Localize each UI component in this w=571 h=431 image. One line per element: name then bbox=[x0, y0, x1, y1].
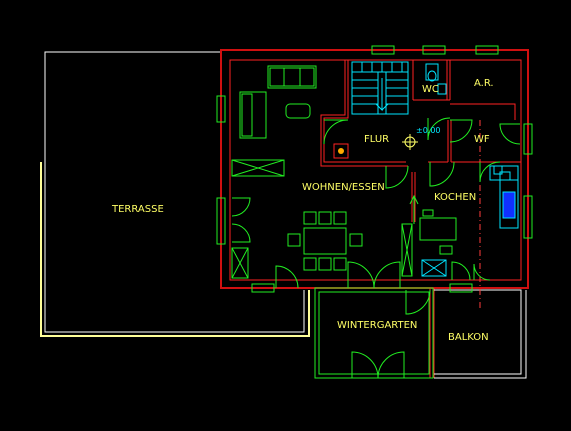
storage-units bbox=[231, 223, 447, 279]
room-label-kochen: KOCHEN bbox=[434, 192, 476, 203]
windows bbox=[216, 45, 533, 293]
room-label-wc: WC bbox=[422, 84, 439, 95]
wc-fixtures bbox=[425, 63, 447, 95]
room-label-ar: A.R. bbox=[474, 78, 494, 89]
interior-walls bbox=[320, 60, 521, 378]
staircase bbox=[351, 61, 409, 115]
wintergarten-walls bbox=[314, 287, 434, 379]
room-label-wohnen: WOHNEN/ESSEN bbox=[302, 182, 385, 193]
room-label-wf: WF bbox=[474, 134, 490, 145]
sofa-set bbox=[239, 65, 317, 139]
stove bbox=[333, 143, 349, 159]
level-marker-symbol bbox=[402, 134, 418, 150]
balcony bbox=[434, 289, 527, 379]
doors bbox=[231, 117, 521, 379]
kitchen-counter bbox=[489, 165, 519, 229]
terrace bbox=[40, 51, 310, 337]
kitchen-table bbox=[419, 209, 457, 255]
room-label-balkon: BALKON bbox=[448, 332, 489, 343]
dining-table bbox=[287, 211, 363, 271]
sideboard bbox=[231, 159, 285, 177]
room-label-wintergarten: WINTERGARTEN bbox=[337, 320, 417, 331]
level-marker-label: ±0.00 bbox=[416, 126, 441, 135]
room-label-flur: FLUR bbox=[364, 134, 389, 145]
direction-arrow bbox=[409, 194, 419, 224]
room-label-terrasse: TERRASSE bbox=[111, 204, 164, 215]
